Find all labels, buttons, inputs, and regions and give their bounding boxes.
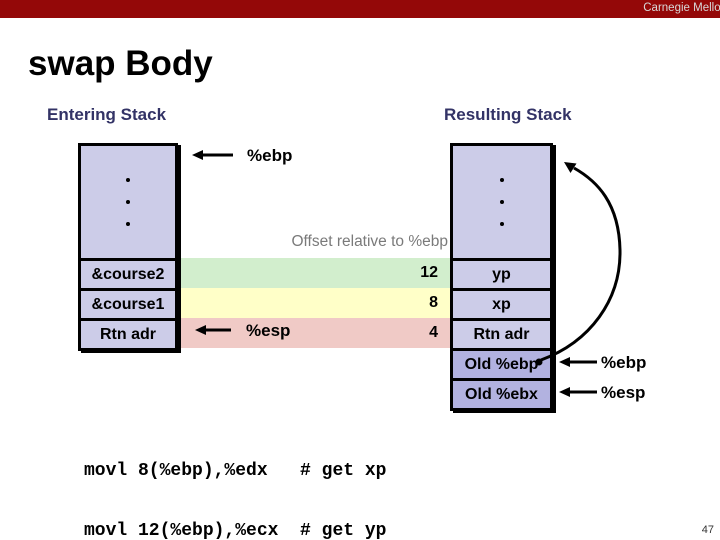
- vertical-ellipsis: [81, 146, 175, 258]
- stack-cell-rtn-adr: Rtn adr: [81, 318, 175, 348]
- code-line: movl 8(%ebp),%edx # get xp: [84, 461, 387, 481]
- page-number: 47: [701, 524, 714, 536]
- resulting-stack: yp xp Rtn adr Old %ebp Old %ebx: [450, 143, 553, 411]
- ellipsis-dot: [499, 178, 504, 182]
- top-banner: Carnegie Mellon: [0, 0, 720, 18]
- ellipsis-dot: [126, 178, 130, 182]
- stack-cell-rtn-adr: Rtn adr: [453, 318, 550, 348]
- entering-stack-heading: Entering Stack: [47, 105, 167, 124]
- assembly-code: movl 8(%ebp),%edx # get xp movl 12(%ebp)…: [84, 421, 386, 540]
- stack-cell-old-ebp: Old %ebp: [453, 348, 550, 378]
- ellipsis-dot: [499, 222, 504, 226]
- code-line: movl 12(%ebp),%ecx # get yp: [84, 521, 387, 540]
- stack-cell-course1: &course1: [81, 288, 175, 318]
- ebp-arrow-resulting: [559, 357, 597, 367]
- ellipsis-dot: [499, 200, 504, 204]
- ebp-register-label-resulting: %ebp: [601, 353, 647, 372]
- esp-register-label-entering: %esp: [246, 321, 291, 340]
- esp-register-label-resulting: %esp: [601, 383, 646, 402]
- stack-cell-xp: xp: [453, 288, 550, 318]
- resulting-stack-heading: Resulting Stack: [444, 105, 572, 124]
- entering-stack: &course2 &course1 Rtn adr: [78, 143, 178, 351]
- esp-arrow-resulting: [559, 387, 597, 397]
- slide-title: swap Body: [28, 44, 213, 83]
- ellipsis-dot: [126, 200, 130, 204]
- offset-caption: Offset relative to %ebp: [291, 233, 448, 250]
- offset-band-pink: 4: [178, 318, 450, 348]
- stack-cell-course2: &course2: [81, 258, 175, 288]
- stack-cell-old-ebx: Old %ebx: [453, 378, 550, 408]
- vertical-ellipsis: [453, 146, 550, 258]
- ellipsis-dot: [126, 222, 130, 226]
- stack-cell-yp: yp: [453, 258, 550, 288]
- offset-band-green: 12: [178, 258, 450, 288]
- ebp-arrow-entering: [192, 150, 233, 160]
- ebp-register-label-entering: %ebp: [247, 146, 293, 165]
- offset-band-yellow: 8: [178, 288, 450, 318]
- brand-text: Carnegie Mellon: [643, 2, 720, 14]
